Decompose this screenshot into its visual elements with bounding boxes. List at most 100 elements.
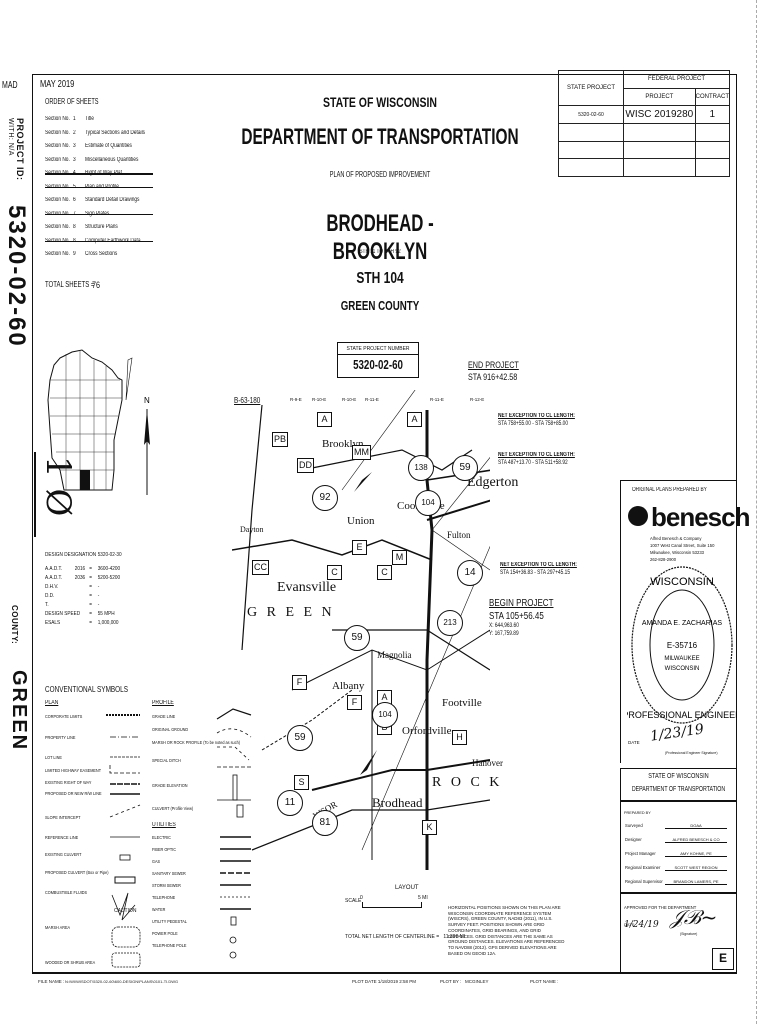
page-edge [756, 0, 759, 1024]
plan-symbol-label: PROPOSED CULVERT (Box or Pipe) [45, 870, 109, 875]
profile-symbol-glyphs [216, 708, 252, 959]
plan-date: MAY 2019 [40, 79, 75, 90]
net-exception-callout-3: NET EXCEPTION TO CL LENGTH: STA 154+36.8… [500, 562, 577, 576]
highway-shield: 59 [344, 625, 370, 651]
highway-shield: 92 [312, 485, 338, 511]
engineer-date-label: DATE [628, 740, 640, 745]
bridge-label: B-63-180 [234, 396, 261, 405]
sheet-letter-box: E [712, 948, 734, 970]
plot-name-label: PLOT NAME : [530, 979, 559, 984]
scale-label: SCALE [345, 898, 362, 904]
file-name-label: FILE NAME : [38, 979, 65, 984]
route-shield: A [317, 412, 332, 427]
plan-symbol-label: EXISTING CULVERT [45, 852, 82, 857]
engineer-block [620, 480, 737, 763]
wisconsin-locator-map [47, 349, 133, 491]
place-label: Hanover [472, 758, 503, 768]
total-sheets-value: 76 [92, 280, 101, 290]
route-shield: F [347, 695, 362, 710]
route-shield: M [392, 550, 407, 565]
state-project-number-label: STATE PROJECT NUMBER [338, 343, 418, 355]
north-arrow-icon: N [144, 396, 150, 495]
state-project-header: STATE PROJECT [558, 69, 624, 107]
place-label: Magnolia [377, 650, 412, 660]
scale-start: 0 [360, 895, 363, 901]
county-map-label: R O C K [432, 775, 503, 790]
highway-shield: 213 [437, 610, 463, 636]
project-id-label: PROJECT ID: WITH: N/A [7, 118, 25, 181]
route-shield: F [292, 675, 307, 690]
route-shield: E [352, 540, 367, 555]
utility-symbol-label: POWER POLE [152, 931, 178, 936]
federal-project-header: FEDERAL PROJECT [623, 70, 730, 89]
utility-symbol-label: FIBER OPTIC [152, 847, 177, 852]
professional-engineer-seal: WISCONSIN AMANDA E. ZACHARIAS E-35716 MI… [627, 566, 737, 724]
green-county-highlight [80, 470, 90, 490]
total-sheets-label: TOTAL SHEETS = [45, 280, 95, 289]
highway-shield: 14 [457, 560, 483, 586]
county-value: GREEN [8, 670, 30, 752]
sheet-number: 1 Ø [34, 452, 78, 537]
plan-symbol-label: PROPERTY LINE [45, 735, 76, 740]
begin-project-callout: BEGIN PROJECT STA 105+56.45 X: 644,963.6… [489, 598, 554, 637]
state-title: STATE OF WISCONSIN [323, 94, 437, 110]
utility-symbol-label: TELEPHONE POLE [152, 943, 187, 948]
office-code: MAD [2, 80, 18, 91]
horizontal-datum-note: HORIZONTAL POSITIONS SHOWN ON THIS PLAN … [448, 905, 565, 956]
plan-symbol-label: SLOPE INTERCEPT [45, 815, 81, 820]
plan-symbol-glyphs: CAUTION [106, 714, 141, 968]
profile-header: PROFILE [152, 700, 174, 706]
plan-symbol-label: WOODED OR SHRUB AREA [45, 960, 96, 965]
approved-date: 1/24/19 [624, 920, 659, 930]
utilities-header: UTILITIES [152, 822, 176, 828]
approved-date-label: DATE [624, 922, 635, 927]
county-map-label: G R E E N [247, 605, 335, 620]
conventional-symbols-title: CONVENTIONAL SYMBOLS [45, 685, 128, 694]
utility-symbol-label: GAS [152, 859, 161, 864]
federal-project-value: WISC 2019280 [623, 105, 696, 124]
dot-title-department: DEPARTMENT OF TRANSPORTATION [631, 786, 726, 793]
place-label: Brodhead [372, 795, 423, 810]
svg-text:E-35716: E-35716 [667, 641, 698, 650]
highway-shield: 81 [312, 810, 338, 836]
file-path: N:\WI\WISDOT\5320-02-60\600-DESIGN\PLANS… [65, 979, 179, 984]
utility-symbol-label: SANITARY SEWER [152, 871, 186, 876]
route-shield: DD [297, 458, 314, 473]
prepared-by-title: ORIGINAL PLANS PREPARED BY [632, 487, 707, 493]
svg-text:MILWAUKEE: MILWAUKEE [664, 656, 699, 662]
state-project-number-box: STATE PROJECT NUMBER 5320-02-60 [337, 342, 419, 378]
project-limits: STH 11 TO STH 92 [359, 249, 401, 255]
state-project-value: 5320-02-60 [558, 105, 624, 124]
utility-symbol-label: ELECTRIC [152, 835, 171, 840]
end-project-arrow [354, 472, 372, 492]
utility-symbol-label: WATER [152, 907, 166, 912]
profile-symbol-label: GRADE ELEVATION [152, 783, 188, 788]
layout-label: LAYOUT [395, 885, 419, 891]
route: STH 104 [356, 270, 404, 287]
highway-shield: 11 [277, 790, 303, 816]
plan-symbol-label: COMBUSTIBLE FLUIDS [45, 890, 88, 895]
state-project-number-value: 5320-02-60 [353, 357, 403, 372]
place-label: Edgerton [467, 475, 519, 490]
prepared-by-label: PREPARED BY [624, 811, 651, 815]
sheet-border-bottom [32, 972, 737, 974]
plan-header: PLAN [45, 700, 59, 706]
globe-icon [628, 506, 648, 526]
route-shield: A [407, 412, 422, 427]
highway-shield: 138 [408, 455, 434, 481]
plan-type: PLAN OF PROPOSED IMPROVEMENT [329, 170, 431, 179]
route-shield: C [377, 565, 392, 580]
approver-caption: (Signature) [680, 932, 698, 936]
route-shield: S [294, 775, 309, 790]
vicinity-map: Brooklyn Dayton Union Cooksville Evansvi… [232, 390, 518, 870]
firm-address-line: Milwaukee, Wisconsin 53233 [650, 550, 704, 555]
plan-symbol-label: REFERENCE LINE [45, 835, 79, 840]
utility-symbol-label: STORM SEWER [152, 883, 181, 888]
utility-symbol-label: UTILITY PEDESTAL [152, 919, 187, 924]
